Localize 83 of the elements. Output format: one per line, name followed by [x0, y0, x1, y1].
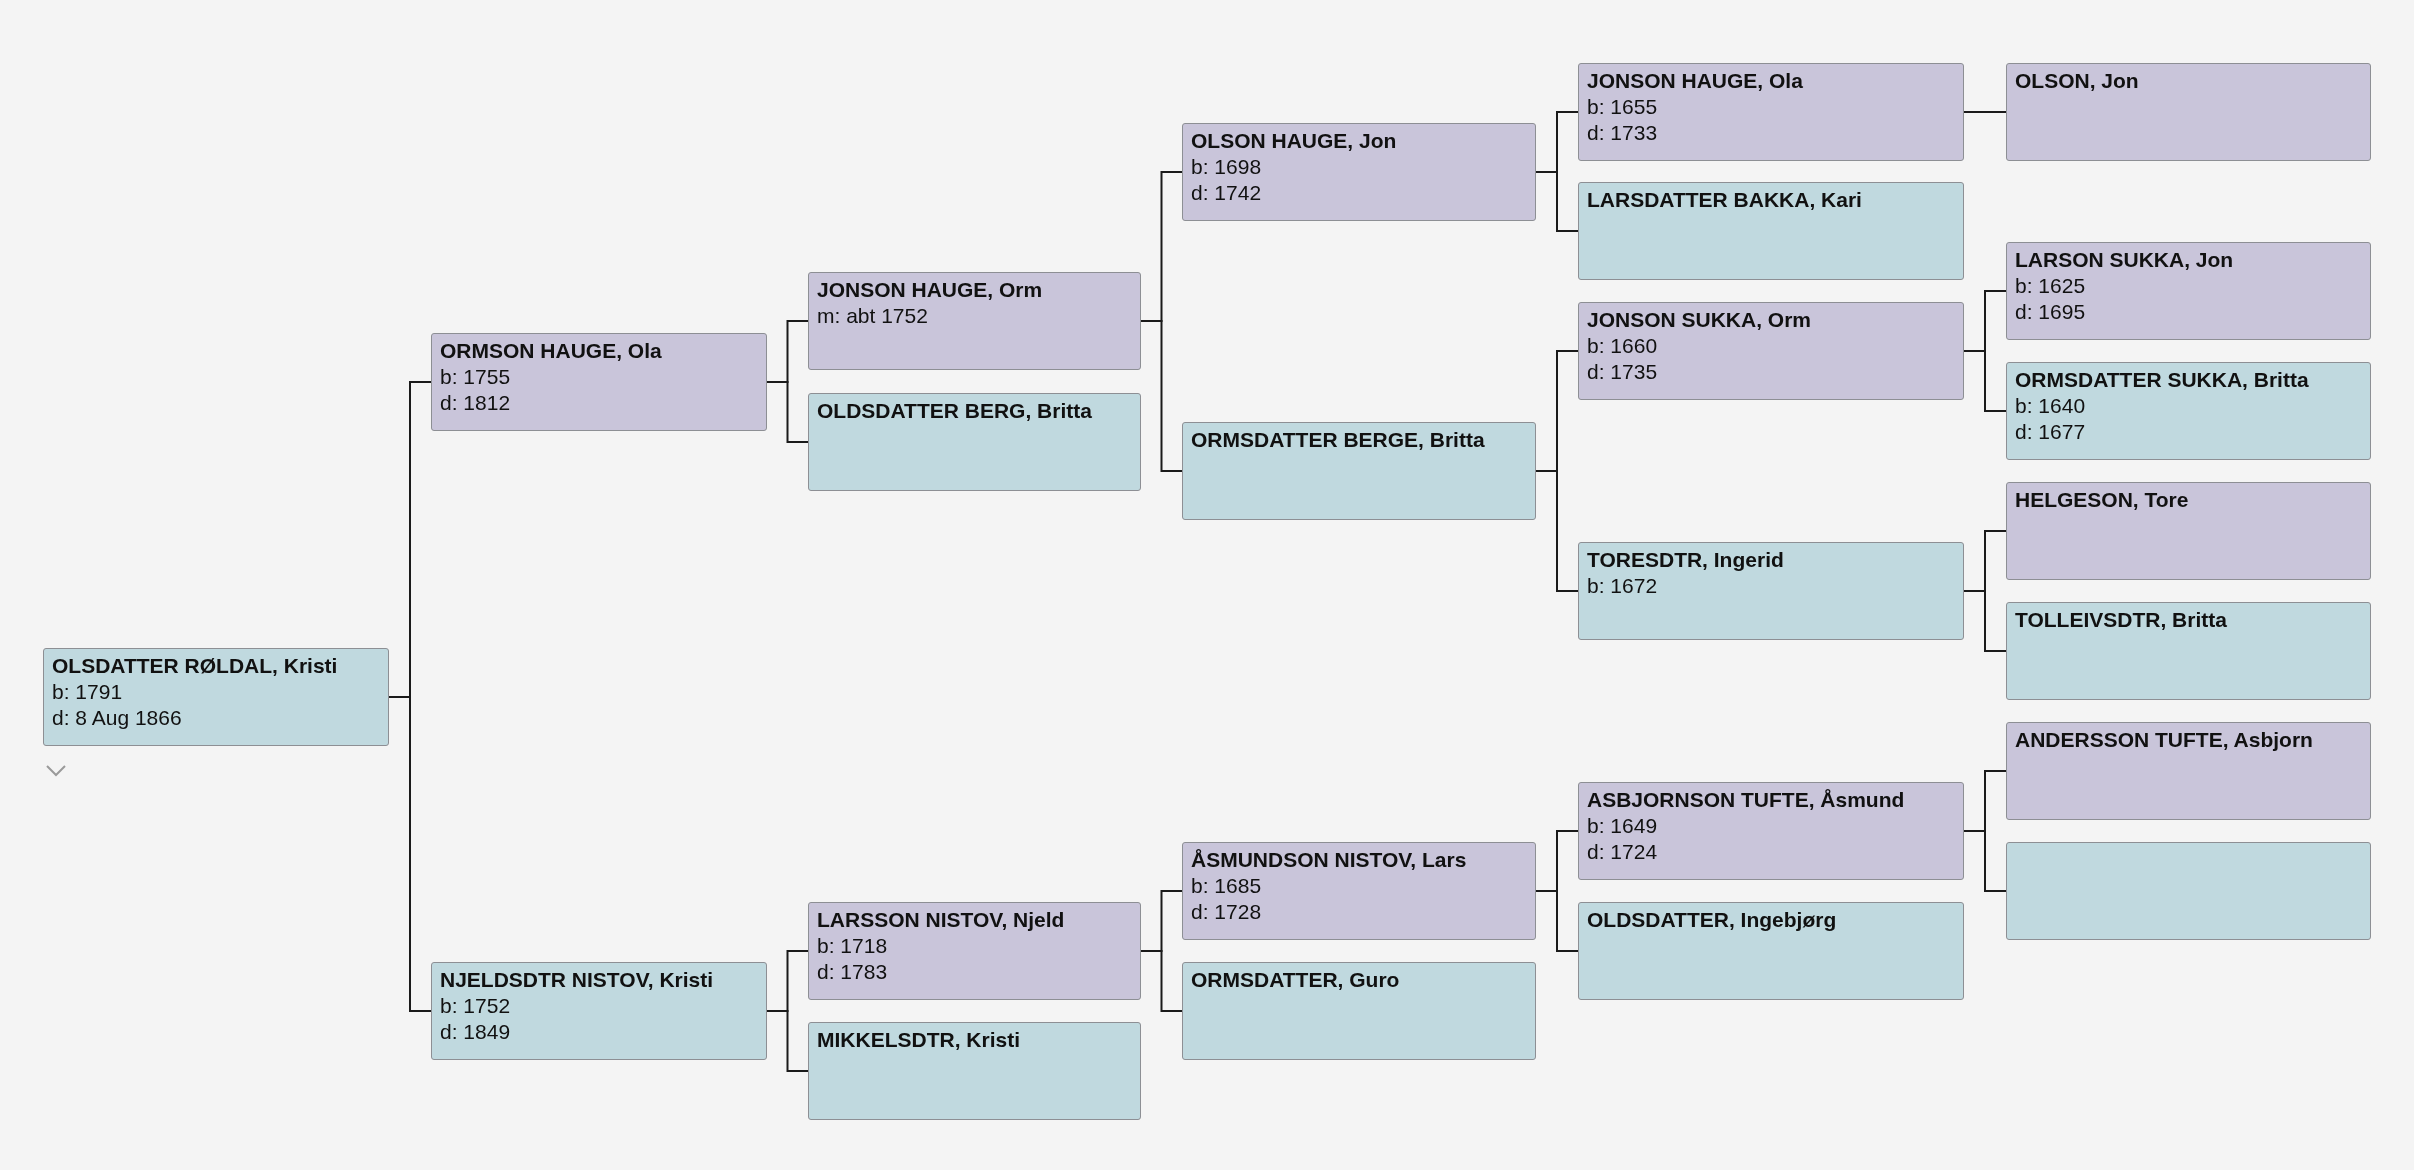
date-line: b: 1640 [2015, 393, 2087, 419]
person-name: OLDSDATTER BERG, Britta [817, 398, 1093, 424]
person-card [2006, 842, 2371, 940]
person-card [1182, 123, 1536, 221]
person-name: LARSSON NISTOV, Njeld [817, 907, 1066, 933]
date-line: b: 1685 [1191, 873, 1263, 899]
connector-line [1140, 320, 1183, 472]
person-name: LARSON SUKKA, Jon [2015, 247, 2235, 273]
connector-line [766, 381, 809, 443]
person-name: JONSON HAUGE, Ola [1587, 68, 1804, 94]
connector-line [1963, 111, 2007, 113]
person-name: ORMSDATTER BERGE, Britta [1191, 427, 1486, 453]
person-name: ORMSDATTER, Guro [1191, 967, 1401, 993]
connector-line [766, 1010, 809, 1072]
person-card [2006, 362, 2371, 460]
person-card [1182, 962, 1536, 1060]
person-card [1578, 542, 1964, 640]
person-card [1182, 842, 1536, 940]
date-line: m: abt 1752 [817, 303, 929, 329]
date-line: d: 1733 [1587, 120, 1659, 146]
person-card [2006, 602, 2371, 700]
connector-line [1535, 171, 1579, 232]
person-card [1578, 902, 1964, 1000]
connector-line [1140, 950, 1183, 1012]
person-card [1578, 782, 1964, 880]
date-line: b: 1625 [2015, 273, 2087, 299]
date-line: d: 1695 [2015, 299, 2087, 325]
date-line: b: 1698 [1191, 154, 1263, 180]
connector-line [1963, 590, 2007, 652]
date-line: b: 1718 [817, 933, 889, 959]
person-name: ÅSMUNDSON NISTOV, Lars [1191, 847, 1468, 873]
connector-line [1963, 830, 2007, 892]
date-line: d: 1783 [817, 959, 889, 985]
date-line: d: 1728 [1191, 899, 1263, 925]
date-line: b: 1649 [1587, 813, 1659, 839]
person-card [2006, 482, 2371, 580]
person-name: OLSDATTER RØLDAL, Kristi [52, 653, 339, 679]
date-line: d: 1724 [1587, 839, 1659, 865]
person-card [2006, 722, 2371, 820]
date-line: b: 1791 [52, 679, 124, 705]
person-card [1182, 422, 1536, 520]
date-line: d: 1742 [1191, 180, 1263, 206]
date-line: b: 1660 [1587, 333, 1659, 359]
person-name: JONSON HAUGE, Orm [817, 277, 1044, 303]
date-line: b: 1752 [440, 993, 512, 1019]
date-line: d: 1677 [2015, 419, 2087, 445]
person-name: LARSDATTER BAKKA, Kari [1587, 187, 1863, 213]
person-name: NJELDSDTR NISTOV, Kristi [440, 967, 715, 993]
person-card [431, 333, 767, 431]
date-line: d: 1812 [440, 390, 512, 416]
person-name: MIKKELSDTR, Kristi [817, 1027, 1021, 1053]
date-line: b: 1655 [1587, 94, 1659, 120]
person-name: TORESDTR, Ingerid [1587, 547, 1785, 573]
person-name: ORMSON HAUGE, Ola [440, 338, 663, 364]
person-name: ASBJORNSON TUFTE, Åsmund [1587, 787, 1906, 813]
connector-line [1535, 890, 1579, 952]
date-line: d: 1849 [440, 1019, 512, 1045]
person-card [431, 962, 767, 1060]
date-line: b: 1755 [440, 364, 512, 390]
person-name: ANDERSSON TUFTE, Asbjorn [2015, 727, 2314, 753]
person-card [808, 272, 1141, 370]
person-card [808, 393, 1141, 491]
person-card [808, 1022, 1141, 1120]
date-line: b: 1672 [1587, 573, 1659, 599]
date-line: d: 1735 [1587, 359, 1659, 385]
person-name: OLSON, Jon [2015, 68, 2140, 94]
connector-line [1963, 350, 2007, 412]
person-card [43, 648, 389, 746]
person-card [1578, 182, 1964, 280]
person-card [808, 902, 1141, 1000]
person-card [2006, 63, 2371, 161]
person-name: ORMSDATTER SUKKA, Britta [2015, 367, 2310, 393]
person-name: JONSON SUKKA, Orm [1587, 307, 1813, 333]
person-name: TOLLEIVSDTR, Britta [2015, 607, 2228, 633]
person-card [2006, 242, 2371, 340]
person-name: HELGESON, Tore [2015, 487, 2190, 513]
person-name: OLSON HAUGE, Jon [1191, 128, 1398, 154]
date-line: d: 8 Aug 1866 [52, 705, 183, 731]
person-card [1578, 302, 1964, 400]
person-name: OLDSDATTER, Ingebjørg [1587, 907, 1838, 933]
connector-line [1535, 470, 1579, 592]
connector-line [388, 696, 432, 1012]
person-card [1578, 63, 1964, 161]
